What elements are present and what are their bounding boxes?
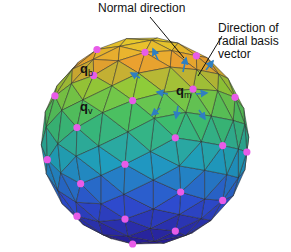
- vertex-dot: [44, 156, 51, 163]
- vertex-dot: [193, 52, 200, 59]
- direction-arrow: [153, 49, 158, 60]
- point-label: qb: [80, 62, 93, 80]
- vertex-dot: [219, 142, 226, 149]
- annotation-label: Normal direction: [98, 2, 185, 15]
- direction-arrow: [183, 58, 186, 72]
- vertex-dot: [141, 49, 148, 56]
- vertex-dot: [73, 213, 80, 220]
- mesh-triangle: [76, 202, 101, 221]
- vertex-dot: [129, 97, 136, 104]
- direction-arrow: [157, 92, 168, 94]
- mesh-triangle: [76, 146, 101, 175]
- vertex-dot: [121, 215, 128, 222]
- vertex-dot: [231, 94, 238, 101]
- vertex-dot: [51, 92, 58, 99]
- vertex-dot: [172, 134, 179, 141]
- mesh-triangle: [58, 128, 77, 157]
- mesh-triangle: [99, 132, 128, 164]
- vertex-dot: [219, 197, 226, 204]
- leader-line: [150, 17, 184, 58]
- vertex-dot: [177, 188, 184, 195]
- vertex-dot: [93, 46, 100, 53]
- mesh-triangle: [77, 113, 103, 146]
- mesh-triangle: [205, 170, 227, 199]
- direction-arrow: [199, 110, 205, 119]
- mesh-triangle: [193, 70, 218, 91]
- direction-arrow: [131, 73, 140, 78]
- vertex-dot: [129, 240, 136, 247]
- point-label: qm: [176, 84, 191, 102]
- mesh-triangle: [175, 138, 201, 166]
- mesh-triangle: [201, 199, 223, 219]
- annotation-label: Direction of radial basis vector: [218, 22, 288, 61]
- point-label: qv: [80, 100, 92, 118]
- vertex-dot: [243, 148, 250, 155]
- mesh-triangle: [128, 118, 154, 151]
- mesh-triangle: [150, 118, 175, 151]
- vertex-dot: [77, 180, 84, 187]
- mesh-triangle: [103, 101, 133, 132]
- vertex-dot: [172, 227, 179, 234]
- vertex-dot: [73, 124, 80, 131]
- direction-arrow: [206, 61, 213, 70]
- direction-arrow: [176, 106, 178, 118]
- direction-arrow: [152, 108, 160, 115]
- mesh-triangle: [93, 46, 119, 61]
- direction-arrow: [196, 93, 207, 94]
- vertex-dot: [121, 161, 128, 168]
- mesh-triangle: [145, 40, 172, 52]
